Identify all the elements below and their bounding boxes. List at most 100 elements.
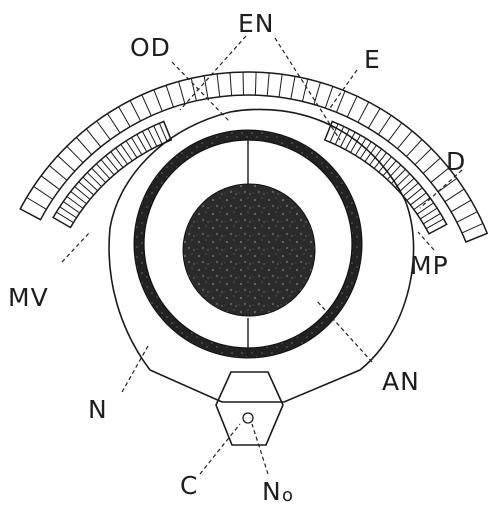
band-mv-stripe bbox=[105, 155, 119, 172]
leader-c bbox=[199, 423, 241, 475]
band-mp-stripe bbox=[350, 134, 361, 153]
leader-mv bbox=[61, 231, 91, 263]
band-mv-stripe bbox=[62, 201, 80, 214]
band-e-stripe bbox=[118, 106, 131, 127]
leader-no bbox=[251, 423, 269, 475]
leader-mp bbox=[417, 231, 435, 251]
band-mv-stripe bbox=[86, 172, 102, 187]
band-mv-stripe bbox=[115, 147, 128, 165]
band-mp-stripe bbox=[420, 207, 438, 220]
label-n: N bbox=[88, 395, 108, 424]
band-mp-stripe bbox=[395, 173, 411, 188]
band-e-stripe bbox=[278, 74, 283, 98]
band-mv-stripe bbox=[56, 211, 74, 224]
body-wall-outline bbox=[108, 108, 415, 403]
band-e-stripe bbox=[178, 81, 186, 104]
band-e-stripe bbox=[290, 76, 296, 100]
label-od: OD bbox=[130, 33, 171, 62]
band-mp-stripe bbox=[329, 123, 339, 143]
band-mv-stripe bbox=[125, 140, 138, 158]
leader-an bbox=[315, 299, 373, 363]
band-e-stripe bbox=[437, 177, 458, 193]
band-e-stripe bbox=[430, 167, 450, 183]
band-mp-stripe bbox=[334, 126, 345, 145]
band-e-stripe bbox=[165, 85, 174, 108]
band-e-stripe bbox=[414, 148, 432, 166]
band-mp-stripe bbox=[425, 218, 444, 230]
label-d: D bbox=[446, 147, 466, 176]
band-mv-stripe bbox=[91, 167, 106, 183]
band-e-stripe bbox=[203, 75, 209, 99]
label-c: C bbox=[180, 471, 198, 500]
band-mv-stripe bbox=[158, 122, 168, 142]
label-no: N bbox=[262, 477, 282, 506]
band-mp-stripe bbox=[382, 160, 397, 177]
band-e-stripe bbox=[26, 197, 47, 210]
parietal-muscle-strip bbox=[323, 120, 448, 235]
band-e-stripe bbox=[335, 90, 346, 113]
band-e-stripe bbox=[129, 100, 142, 122]
band-mp-stripe bbox=[416, 202, 434, 215]
label-mv: MV bbox=[8, 283, 49, 312]
pentagon-nucleus bbox=[242, 412, 254, 424]
band-e-stripe bbox=[216, 73, 221, 97]
band-mv-stripe bbox=[100, 159, 115, 176]
band-e-stripe bbox=[456, 211, 478, 223]
band-e-stripe bbox=[85, 128, 102, 148]
leader-e bbox=[329, 69, 358, 109]
band-mp-stripe bbox=[399, 177, 415, 193]
band-mp-stripe bbox=[402, 182, 419, 197]
band-mp-stripe bbox=[406, 187, 423, 201]
lower-pentagon bbox=[215, 371, 284, 446]
band-mv-stripe bbox=[136, 134, 148, 153]
band-e-stripe bbox=[33, 186, 53, 200]
band-mp-stripe bbox=[378, 156, 392, 173]
band-mv-stripe bbox=[78, 181, 95, 196]
band-e-stripe bbox=[48, 165, 68, 181]
leader-en-right bbox=[274, 37, 341, 141]
band-mp-stripe bbox=[413, 197, 431, 210]
band-mv-stripe bbox=[147, 128, 158, 147]
band-mp-stripe bbox=[359, 141, 372, 159]
band-mv-stripe bbox=[120, 144, 133, 162]
band-e-stripe bbox=[450, 199, 472, 213]
band-mv-stripe bbox=[74, 186, 91, 200]
band-e-stripe bbox=[357, 101, 370, 123]
band-e-stripe bbox=[422, 157, 441, 174]
band-mp-stripe bbox=[410, 192, 427, 206]
band-e-stripe bbox=[387, 122, 403, 142]
band-e-stripe bbox=[377, 115, 392, 135]
leader-n bbox=[121, 345, 149, 393]
band-e-stripe bbox=[141, 94, 152, 117]
label-an: AN bbox=[382, 367, 420, 396]
band-e-stripe bbox=[57, 155, 76, 172]
label-en: EN bbox=[238, 9, 275, 38]
band-e-stripe bbox=[266, 72, 270, 96]
band-mv-stripe bbox=[95, 163, 111, 179]
band-e-stripe bbox=[301, 78, 309, 102]
central-core bbox=[182, 183, 316, 317]
label-mp: MP bbox=[410, 251, 449, 280]
band-mp-stripe bbox=[373, 152, 387, 169]
label-no-sub: o bbox=[282, 485, 293, 506]
epidermis-band bbox=[19, 71, 489, 243]
band-e-stripe bbox=[229, 72, 233, 96]
band-mp-stripe bbox=[423, 213, 441, 225]
band-e-stripe bbox=[461, 222, 484, 234]
band-e-stripe bbox=[346, 95, 358, 118]
band-mv-stripe bbox=[59, 206, 77, 219]
band-mp-stripe bbox=[354, 138, 367, 156]
band-mp-stripe bbox=[339, 128, 350, 148]
leader-d bbox=[419, 169, 463, 209]
band-mv-stripe bbox=[82, 176, 98, 192]
band-e-stripe bbox=[406, 139, 423, 157]
band-e-stripe bbox=[324, 86, 334, 109]
band-e-stripe bbox=[397, 130, 413, 149]
band-mv-stripe bbox=[141, 131, 153, 150]
leader-en-left bbox=[179, 35, 247, 111]
band-e-stripe bbox=[444, 188, 465, 203]
band-mv-stripe bbox=[66, 196, 84, 209]
band-e-stripe bbox=[75, 137, 93, 155]
band-e-stripe bbox=[66, 145, 84, 164]
